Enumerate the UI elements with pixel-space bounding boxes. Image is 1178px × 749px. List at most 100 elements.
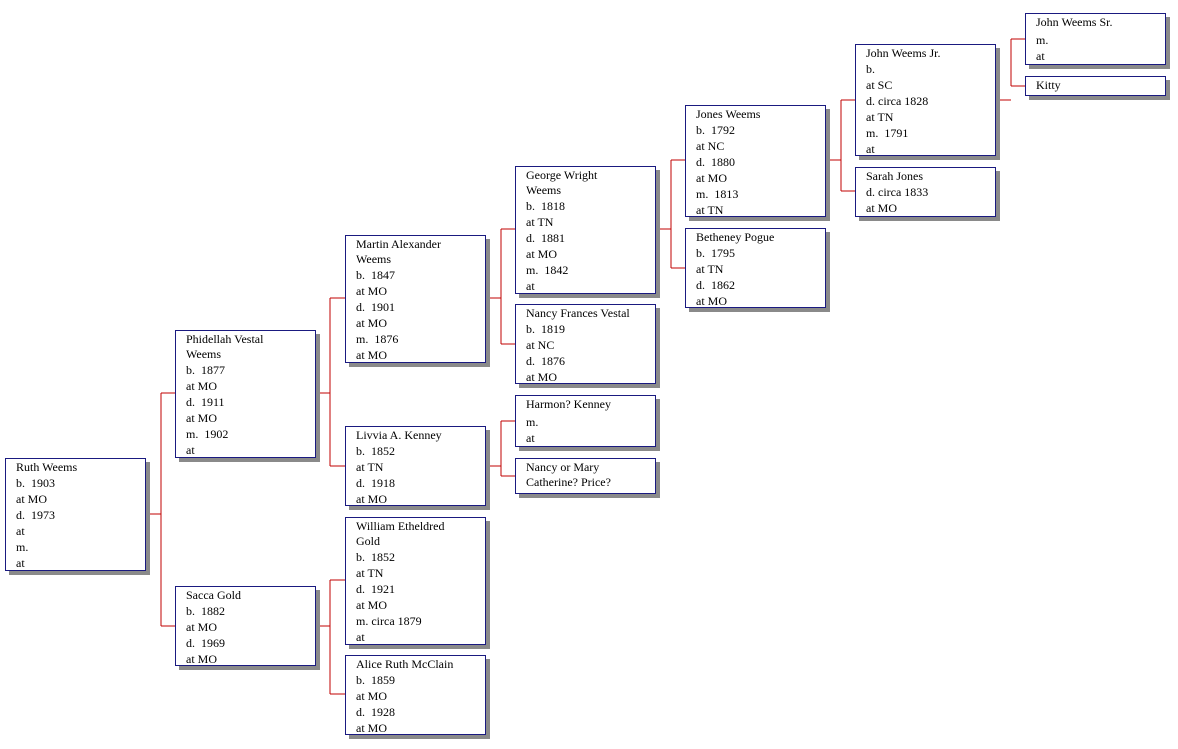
- person-detail: d. circa 1828: [866, 94, 929, 108]
- person-box-george-wright-weems: George Wright Weems b. 1818 at TN d. 188…: [515, 166, 656, 294]
- person-detail: at: [526, 431, 535, 445]
- person-detail: at MO: [356, 348, 387, 362]
- person-detail: at MO: [186, 620, 217, 634]
- person-box-sarah-jones: Sarah Jones d. circa 1833 at MO: [855, 167, 996, 217]
- person-name: John Weems Jr.: [866, 46, 941, 60]
- person-detail: at MO: [526, 370, 557, 384]
- person-detail: at TN: [356, 460, 384, 474]
- connector-george: [656, 159, 685, 269]
- person-detail: d. 1911: [186, 395, 225, 409]
- person-name: William Etheldred Gold: [356, 519, 445, 548]
- person-detail: d. 1918: [356, 476, 395, 490]
- person-detail: at NC: [696, 139, 725, 153]
- person-detail: at TN: [356, 566, 384, 580]
- person-detail: at MO: [696, 294, 727, 308]
- person-name: Nancy or Mary Catherine? Price?: [526, 460, 611, 489]
- person-detail: d. 1901: [356, 300, 395, 314]
- person-name: Martin Alexander Weems: [356, 237, 441, 266]
- person-detail: at: [526, 279, 535, 293]
- person-detail: at TN: [696, 203, 724, 217]
- person-box-betheney-pogue: Betheney Pogue b. 1795 at TN d. 1862 at …: [685, 228, 826, 308]
- connector-sacca: [316, 579, 345, 695]
- person-name: Alice Ruth McClain: [356, 657, 454, 671]
- person-box-martin-alexander-weems: Martin Alexander Weems b. 1847 at MO d. …: [345, 235, 486, 363]
- person-name: Livvia A. Kenney: [356, 428, 442, 442]
- person-name: Jones Weems: [696, 107, 761, 121]
- person-name: Harmon? Kenney: [526, 397, 611, 411]
- person-detail: m.: [526, 415, 539, 429]
- person-detail: at: [356, 630, 365, 644]
- person-detail: at TN: [696, 262, 724, 276]
- person-detail: m. circa 1879: [356, 614, 422, 628]
- connector-john-jr: [996, 38, 1025, 101]
- connector-ruth: [146, 392, 175, 627]
- person-box-ruth-weems: Ruth Weems b. 1903 at MO d. 1973 at m. a…: [5, 458, 146, 571]
- person-detail: d. 1881: [526, 231, 565, 245]
- connector-phidellah: [316, 297, 345, 467]
- person-box-nancy-or-mary-catherine-price: Nancy or Mary Catherine? Price?: [515, 458, 656, 494]
- person-box-livvia-a-kenney: Livvia A. Kenney b. 1852 at TN d. 1918 a…: [345, 426, 486, 506]
- person-detail: at MO: [356, 284, 387, 298]
- person-detail: b. 1847: [356, 268, 395, 282]
- person-detail: at MO: [866, 201, 897, 215]
- person-name: George Wright Weems: [526, 168, 598, 197]
- person-detail: m. 1842: [526, 263, 569, 277]
- person-detail: b. 1795: [696, 246, 735, 260]
- person-detail: b. 1792: [696, 123, 735, 137]
- person-box-harmon-kenney: Harmon? Kenney m. at: [515, 395, 656, 447]
- person-name: Ruth Weems: [16, 460, 78, 474]
- person-name: Betheney Pogue: [696, 230, 775, 244]
- person-detail: b. 1903: [16, 476, 55, 490]
- person-detail: b. 1852: [356, 550, 395, 564]
- person-detail: m.: [16, 540, 29, 554]
- person-box-sacca-gold: Sacca Gold b. 1882 at MO d. 1969 at MO: [175, 586, 316, 666]
- person-detail: m. 1876: [356, 332, 399, 346]
- connector-livvia: [486, 420, 515, 477]
- person-detail: d. 1880: [696, 155, 735, 169]
- person-detail: d. 1876: [526, 354, 565, 368]
- person-name: Phidellah Vestal Weems: [186, 332, 264, 361]
- person-detail: b. 1819: [526, 322, 565, 336]
- person-detail: m.: [1036, 33, 1049, 47]
- person-detail: b. 1877: [186, 363, 225, 377]
- person-name: Sarah Jones: [866, 169, 923, 183]
- person-detail: b.: [866, 62, 875, 76]
- person-detail: at NC: [526, 338, 555, 352]
- person-box-john-weems-jr: John Weems Jr. b. at SC d. circa 1828 at…: [855, 44, 996, 156]
- person-detail: at: [16, 524, 25, 538]
- person-detail: at: [1036, 49, 1045, 63]
- person-box-john-weems-sr: John Weems Sr. m. at: [1025, 13, 1166, 65]
- person-detail: b. 1882: [186, 604, 225, 618]
- person-detail: d. 1921: [356, 582, 395, 596]
- person-detail: at MO: [356, 721, 387, 735]
- person-detail: m. 1791: [866, 126, 909, 140]
- person-box-kitty: Kitty: [1025, 76, 1166, 96]
- person-detail: m. 1813: [696, 187, 739, 201]
- person-detail: at TN: [866, 110, 894, 124]
- person-detail: at MO: [356, 492, 387, 506]
- person-box-jones-weems: Jones Weems b. 1792 at NC d. 1880 at MO …: [685, 105, 826, 217]
- person-detail: at: [186, 443, 195, 457]
- person-box-nancy-frances-vestal: Nancy Frances Vestal b. 1819 at NC d. 18…: [515, 304, 656, 384]
- person-detail: d. 1928: [356, 705, 395, 719]
- person-detail: at MO: [356, 316, 387, 330]
- person-detail: m. 1902: [186, 427, 229, 441]
- person-detail: at: [16, 556, 25, 570]
- person-box-phidellah-vestal-weems: Phidellah Vestal Weems b. 1877 at MO d. …: [175, 330, 316, 458]
- person-detail: d. 1862: [696, 278, 735, 292]
- person-detail: at MO: [526, 247, 557, 261]
- person-detail: at MO: [186, 379, 217, 393]
- person-name: Sacca Gold: [186, 588, 241, 602]
- person-detail: d. circa 1833: [866, 185, 929, 199]
- person-detail: at MO: [356, 598, 387, 612]
- person-detail: d. 1973: [16, 508, 55, 522]
- person-detail: at MO: [16, 492, 47, 506]
- person-detail: at TN: [526, 215, 554, 229]
- person-detail: at SC: [866, 78, 893, 92]
- person-box-alice-ruth-mcclain: Alice Ruth McClain b. 1859 at MO d. 1928…: [345, 655, 486, 735]
- person-name: John Weems Sr.: [1036, 15, 1113, 29]
- person-detail: at MO: [696, 171, 727, 185]
- person-detail: b. 1818: [526, 199, 565, 213]
- person-detail: b. 1852: [356, 444, 395, 458]
